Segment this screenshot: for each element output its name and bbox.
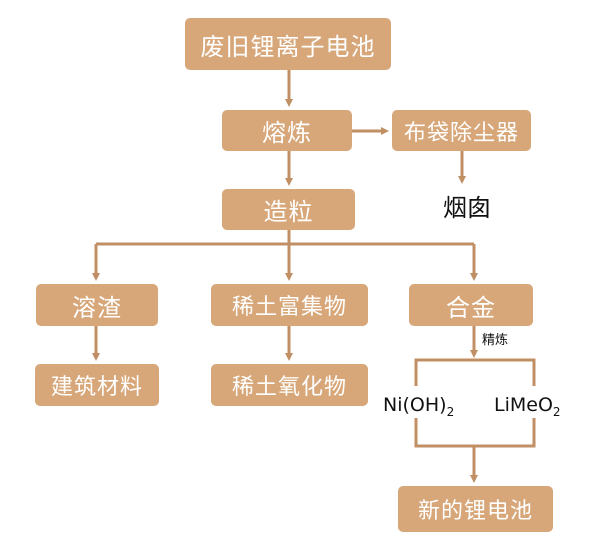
label-limeo2-sub: 2 — [552, 404, 561, 419]
label-nioh2-main: Ni(OH) — [383, 394, 447, 416]
node-new-battery: 新的锂电池 — [398, 486, 553, 532]
node-rare-earth-enriched: 稀土富集物 — [211, 284, 368, 326]
label-limeo2: LiMeO2 — [494, 394, 561, 419]
label-nioh2-sub: 2 — [446, 404, 455, 419]
node-alloy: 合金 — [409, 284, 533, 326]
node-rare-earth-oxide: 稀土氧化物 — [211, 364, 368, 406]
node-bag-dust-collector: 布袋除尘器 — [392, 110, 531, 151]
label-nioh2: Ni(OH)2 — [383, 394, 454, 419]
refining-bracket-bottom — [414, 418, 536, 448]
node-smelting: 熔炼 — [222, 110, 352, 151]
node-chimney: 烟囱 — [443, 194, 491, 222]
refining-bracket-top — [414, 358, 536, 386]
node-building-material: 建筑材料 — [35, 364, 159, 406]
node-slag: 溶渣 — [36, 284, 158, 326]
label-refining: 精炼 — [482, 333, 509, 348]
label-limeo2-main: LiMeO — [494, 394, 553, 416]
node-waste-battery: 废旧锂离子电池 — [185, 18, 391, 70]
node-granulation: 造粒 — [222, 189, 355, 230]
